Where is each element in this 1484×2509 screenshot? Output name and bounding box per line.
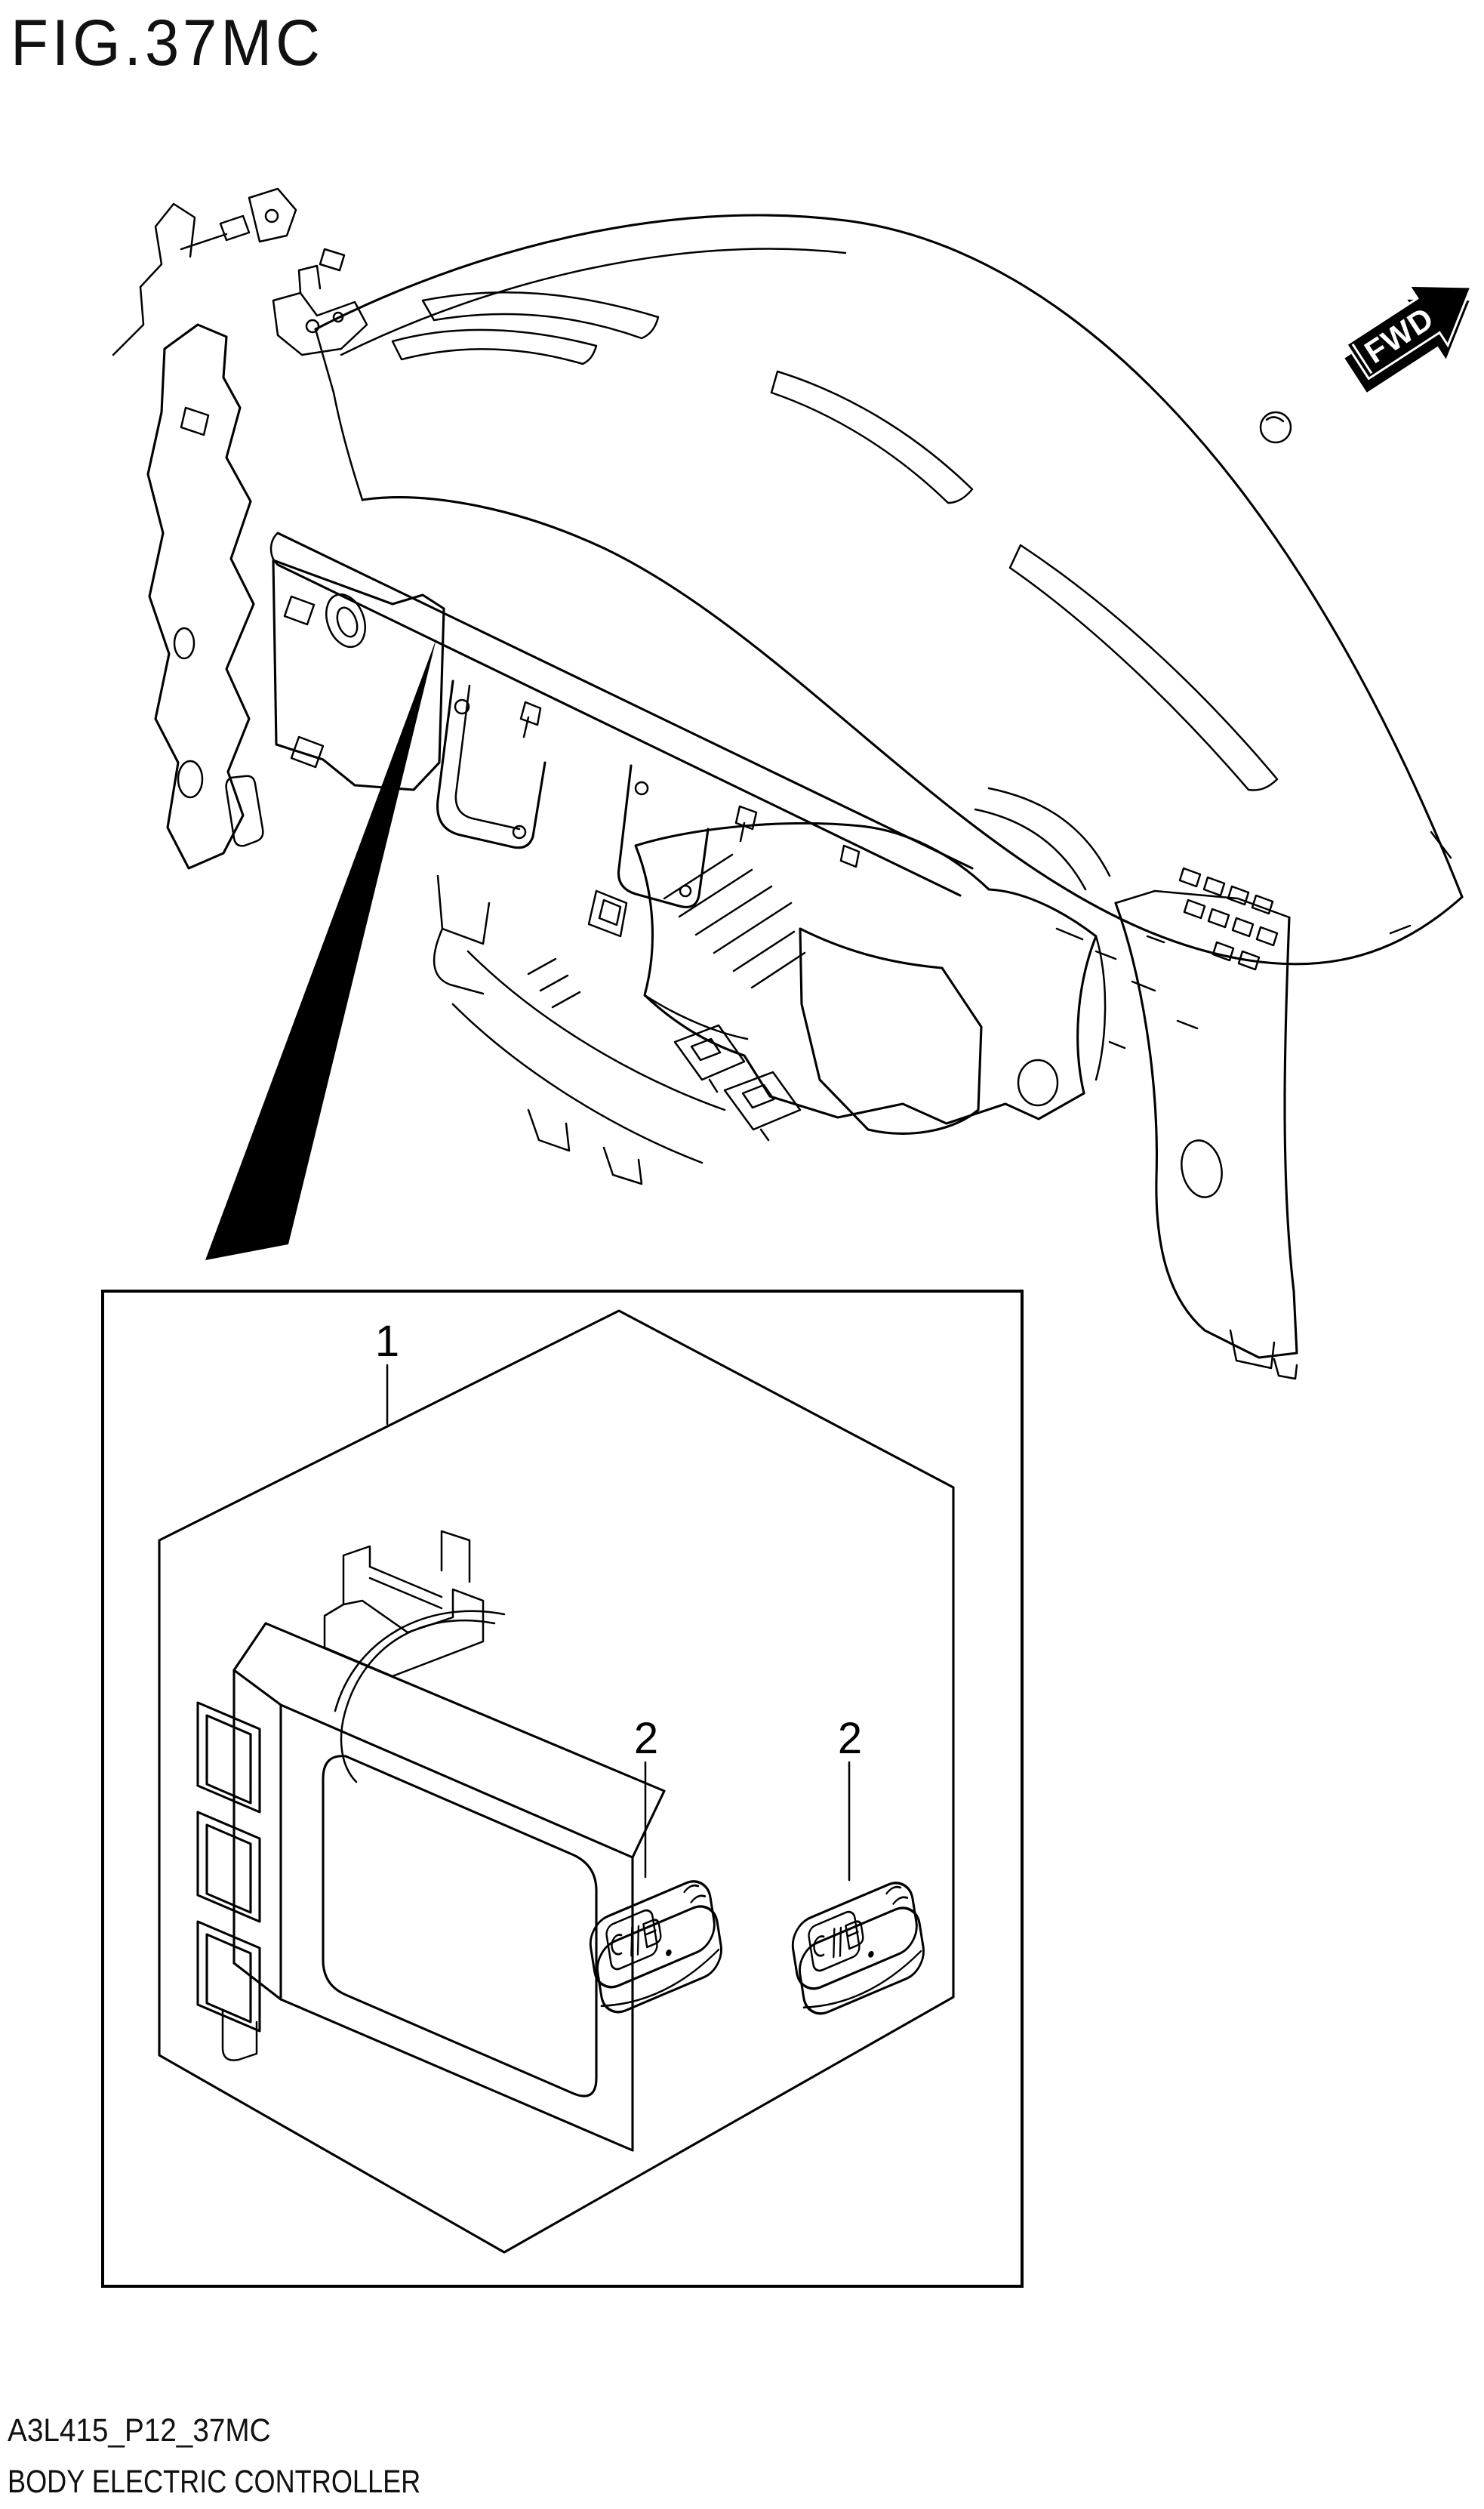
windshield-lip (340, 248, 847, 356)
figure-title: FIG.37MC (11, 7, 324, 79)
heater-hatch (663, 853, 806, 989)
round-hole (1017, 1059, 1059, 1107)
duct-curves (974, 787, 1111, 891)
controller-part (196, 1530, 666, 2152)
connector-block (196, 1811, 261, 1923)
controller-wire-arc2 (334, 1610, 506, 1712)
bracket-hole (332, 311, 344, 323)
defroster-slot (421, 291, 660, 340)
key-fob-1 (586, 1872, 726, 2022)
right-pillar-top (1114, 889, 1291, 919)
panel-hole (180, 406, 210, 436)
connector-block (196, 1920, 261, 2033)
controller-bottom (232, 1962, 634, 2152)
small-tab (180, 214, 251, 251)
pillar-hole (1181, 1139, 1223, 1198)
defroster-slot (770, 370, 974, 504)
heater-foot (723, 1071, 802, 1142)
glovebox-panel (799, 927, 983, 1135)
part-label-controller: 1 (375, 1317, 399, 1366)
drawing-code: A3L415_P12_37MC (8, 2412, 271, 2449)
strap-hole (454, 698, 470, 715)
u-strap-inner (454, 684, 521, 831)
strap-foot (433, 874, 491, 995)
controller-clip-bars (368, 1565, 443, 1610)
footer: A3L415_P12_37MC BODY ELECTRIC CONTROLLER (8, 2413, 500, 2499)
right-pillar (1114, 902, 1298, 1359)
bracket-hole (305, 319, 320, 334)
slash-marks (527, 957, 581, 1009)
fwd-arrow: FWD (1344, 284, 1473, 393)
small-clip (319, 248, 346, 272)
small-bracket (248, 187, 297, 243)
beam-clip (519, 701, 542, 738)
dashboard-illustration (112, 187, 1464, 1380)
vent-grid (1178, 867, 1279, 971)
l-strap (617, 764, 710, 908)
bracket-hole (264, 208, 279, 223)
beam-boss-inner (336, 606, 359, 638)
cowl-lower-edge (361, 496, 1464, 966)
bracket-slot (225, 775, 264, 847)
upper-bracket (272, 291, 368, 356)
controller-top-face (232, 1622, 666, 1859)
fwd-arrow-face (1344, 284, 1473, 381)
small-bracket (587, 889, 628, 938)
cowl-left-cap (314, 328, 364, 501)
part-label-key-1: 2 (634, 1714, 658, 1763)
beam-clip (839, 844, 861, 868)
emblem-hole (1259, 411, 1292, 444)
part-label-key-2: 2 (838, 1714, 862, 1763)
beam-boss (325, 593, 366, 649)
controller-wire-arc (340, 1620, 496, 1783)
controller-front-top (232, 1669, 634, 1859)
part-name-caption: BODY ELECTRIC CONTROLLER (8, 2464, 421, 2500)
controller-clip (342, 1530, 471, 1606)
upper-bracket-tab (297, 264, 322, 294)
fwd-arrow-slit (1351, 343, 1373, 375)
controller-foot (221, 2008, 258, 2061)
lower-tab (527, 1108, 643, 1185)
detail-box-border (101, 1290, 1024, 2288)
strap-hole (512, 825, 527, 840)
isometric-plane (158, 1309, 955, 2254)
key-fob-2 (788, 1873, 928, 2024)
beam-clip (734, 805, 758, 843)
callout-wedge (205, 639, 436, 1260)
emblem-hole-inner (1265, 416, 1285, 423)
lower-frame-sweep (451, 950, 726, 1164)
panel-hole (177, 760, 204, 799)
strap-hole (634, 781, 649, 796)
connector-block (196, 1701, 261, 1814)
bracket-square-hole (283, 595, 325, 769)
column-bracket (272, 559, 445, 791)
cowl-top-edge (314, 214, 1464, 898)
pillar-foot (1229, 1329, 1298, 1380)
detail-box: 1 2 2 (101, 1290, 1024, 2288)
beam-end-cap (269, 532, 279, 566)
panel-hole (173, 627, 196, 660)
controller-clip-body (323, 1588, 485, 1678)
left-pillar-panel (146, 323, 255, 870)
controller-face-plate (322, 1755, 598, 2098)
defroster-slot (391, 328, 598, 365)
steering-beam (276, 532, 974, 897)
cowl-tip-detail (1389, 831, 1452, 935)
defroster-slot (1008, 544, 1279, 791)
jag-lines (112, 202, 196, 356)
heater-foot (673, 1024, 746, 1093)
misc-dashes (1055, 927, 1199, 1050)
u-strap (436, 680, 546, 849)
